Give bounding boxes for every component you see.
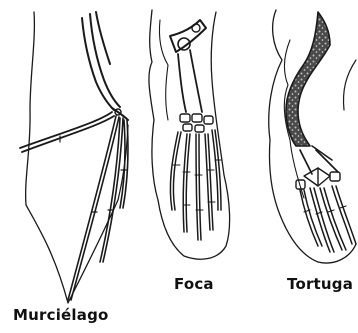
bat-wing-illustration — [20, 12, 128, 303]
bat-label: Murciélago — [13, 306, 109, 324]
seal-digits — [170, 130, 221, 240]
turtle-digits — [300, 186, 356, 252]
turtle-wrist-bones — [296, 168, 340, 189]
turtle-flipper-illustration — [269, 10, 356, 263]
bat-finger-1 — [20, 112, 112, 148]
seal-flipper-illustration — [149, 10, 230, 259]
bat-wing-membrane — [26, 12, 128, 303]
turtle-humerus-bone — [286, 12, 330, 146]
seal-label: Foca — [174, 275, 214, 293]
seal-wrist-bones — [180, 114, 213, 132]
seal-arm-bone — [170, 20, 206, 52]
turtle-label: Tortuga — [287, 275, 353, 293]
bat-finger-2 — [68, 116, 116, 300]
